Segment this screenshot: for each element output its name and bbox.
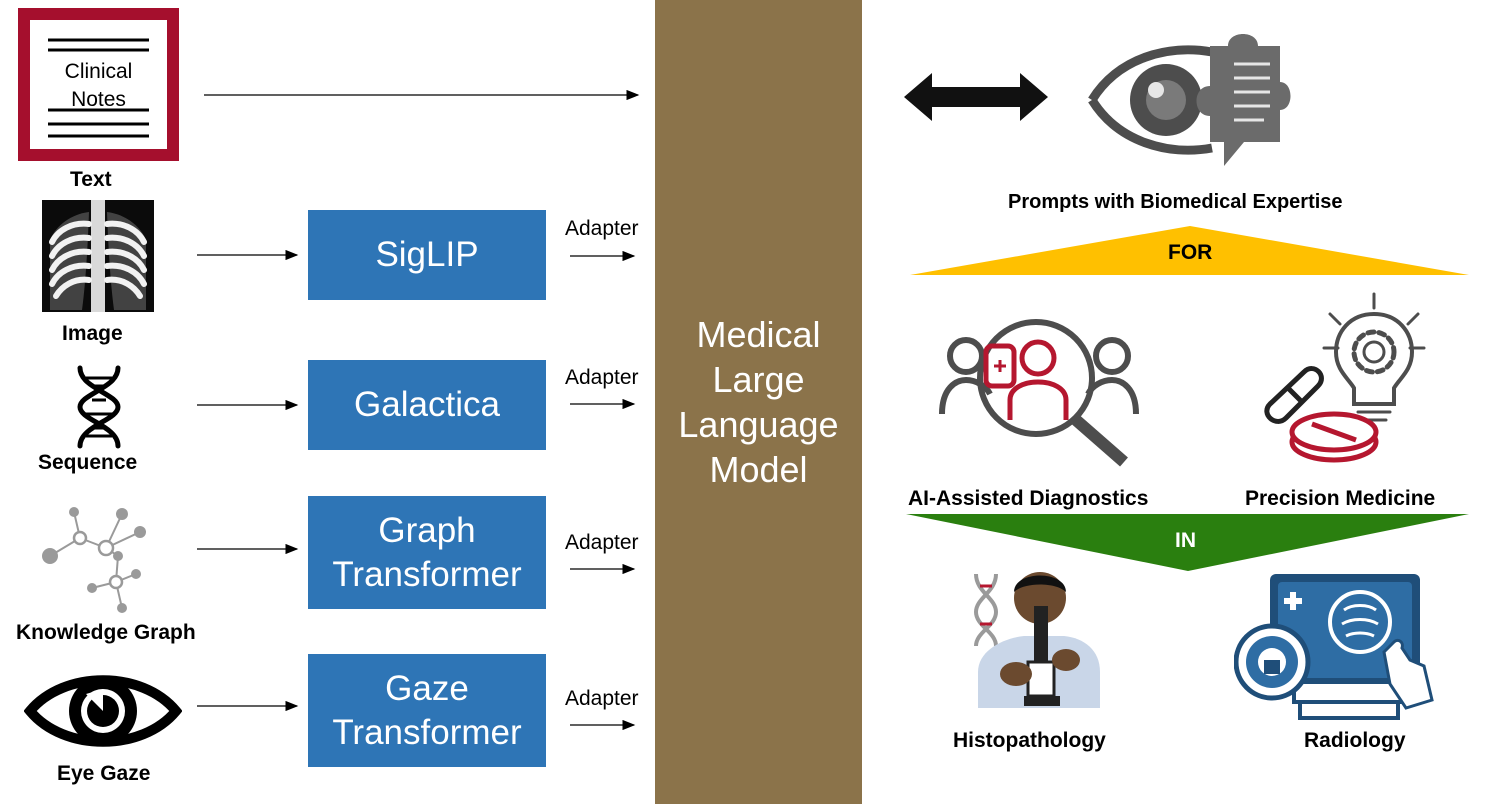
knowledge-graph-icon (42, 507, 146, 613)
for-label: FOR (1168, 241, 1213, 264)
llm-line1: Medical (696, 314, 821, 355)
llm-line4: Model (709, 449, 808, 490)
radiology-icon (1234, 574, 1434, 720)
prompts-label: Prompts with Biomedical Expertise (1008, 191, 1343, 213)
radiology-label: Radiology (1304, 729, 1406, 752)
adapter-label-4: Adapter (565, 687, 639, 710)
double-arrow-icon (904, 73, 1048, 121)
adapter-label-1: Adapter (565, 217, 639, 240)
medical-llm-block: Medical Large Language Model (655, 0, 862, 804)
histopathology-label: Histopathology (953, 729, 1106, 752)
knowledge-graph-label: Knowledge Graph (16, 621, 196, 644)
adapter-label-2: Adapter (565, 366, 639, 389)
diagnostics-label: AI-Assisted Diagnostics (908, 487, 1149, 510)
text-label: Text (70, 168, 112, 191)
siglip-encoder: SigLIP (308, 210, 546, 300)
gaze-transformer-line2: Transformer (332, 712, 522, 752)
eye-gaze-label: Eye Gaze (57, 762, 151, 785)
precision-medicine-label: Precision Medicine (1245, 487, 1436, 510)
eye-icon (24, 675, 182, 747)
graph-transformer-line2: Transformer (332, 554, 522, 594)
siglip-label: SigLIP (375, 235, 479, 274)
eye-puzzle-icon (1088, 34, 1291, 166)
galactica-encoder: Galactica (308, 360, 546, 450)
llm-line3: Language (678, 404, 839, 445)
sequence-label: Sequence (38, 451, 138, 474)
clinical-notes-label: Clinical Notes (64, 60, 133, 111)
precision-medicine-icon (1264, 292, 1426, 463)
image-label: Image (62, 322, 123, 345)
chest-xray-icon (42, 200, 154, 312)
graph-transformer-encoder: Graph Transformer (308, 496, 546, 609)
llm-line2: Large (712, 359, 805, 400)
in-banner (906, 514, 1469, 571)
gaze-transformer-encoder: Gaze Transformer (308, 654, 546, 767)
graph-transformer-line1: Graph (378, 510, 476, 550)
diagnostics-icon (939, 319, 1139, 467)
gaze-transformer-line1: Gaze (385, 668, 469, 708)
galactica-label: Galactica (354, 385, 500, 424)
clinical-notes-icon: Clinical Notes (18, 8, 179, 161)
in-label: IN (1175, 529, 1196, 552)
histopathology-icon (973, 572, 1100, 708)
for-banner (910, 226, 1469, 275)
adapter-label-3: Adapter (565, 531, 639, 554)
dna-icon (77, 365, 121, 449)
